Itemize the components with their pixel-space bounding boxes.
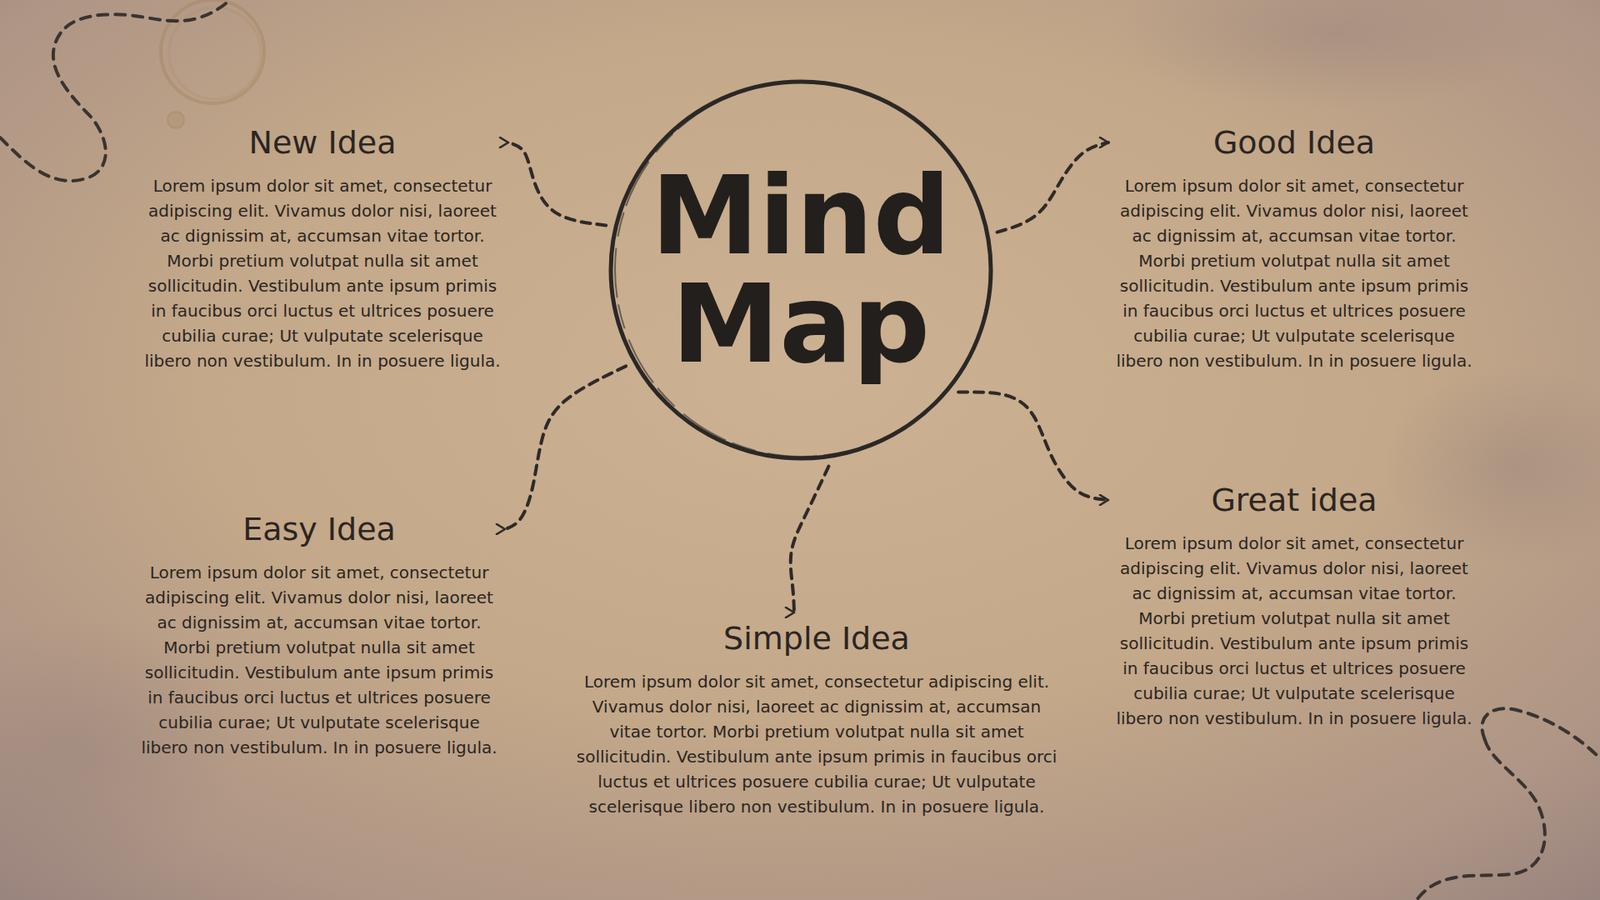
idea-block: New IdeaLorem ipsum dolor sit amet, cons… (143, 123, 502, 374)
center-circle: Mind Map (607, 78, 995, 462)
idea-heading: Easy Idea (140, 510, 499, 549)
idea-block: Simple IdeaLorem ipsum dolor sit amet, c… (575, 619, 1059, 820)
dashed-arrow (997, 142, 1109, 233)
dashed-arrow (958, 391, 1109, 500)
circle-stroke (610, 81, 991, 459)
idea-heading: Simple Idea (575, 619, 1059, 658)
idea-body: Lorem ipsum dolor sit amet, consectetur … (575, 669, 1059, 820)
dashed-arrow (505, 365, 626, 530)
dashed-swirl (1481, 708, 1600, 759)
coffee-ring (160, 0, 265, 104)
dashed-swirl (0, 0, 230, 181)
idea-body: Lorem ipsum dolor sit amet, consectetur … (1115, 173, 1474, 374)
idea-heading: New Idea (143, 123, 502, 162)
idea-block: Easy IdeaLorem ipsum dolor sit amet, con… (140, 510, 499, 760)
idea-body: Lorem ipsum dolor sit amet, consectetur … (143, 173, 502, 374)
coffee-ring (169, 7, 261, 100)
dashed-arrow (508, 142, 606, 225)
dashed-arrow (790, 466, 830, 613)
idea-heading: Good Idea (1115, 123, 1474, 162)
coffee-drop (167, 111, 185, 129)
idea-body: Lorem ipsum dolor sit amet, consectetur … (140, 560, 499, 760)
center-title: Mind Map (642, 161, 960, 379)
idea-heading: Great idea (1115, 480, 1474, 520)
paper-stain (1116, 0, 1550, 109)
idea-block: Good IdeaLorem ipsum dolor sit amet, con… (1115, 123, 1474, 374)
idea-body: Lorem ipsum dolor sit amet, consectetur … (1115, 530, 1474, 731)
dashed-swirl (1416, 740, 1545, 900)
idea-block: Great ideaLorem ipsum dolor sit amet, co… (1115, 480, 1474, 731)
circle-stroke (615, 81, 990, 457)
